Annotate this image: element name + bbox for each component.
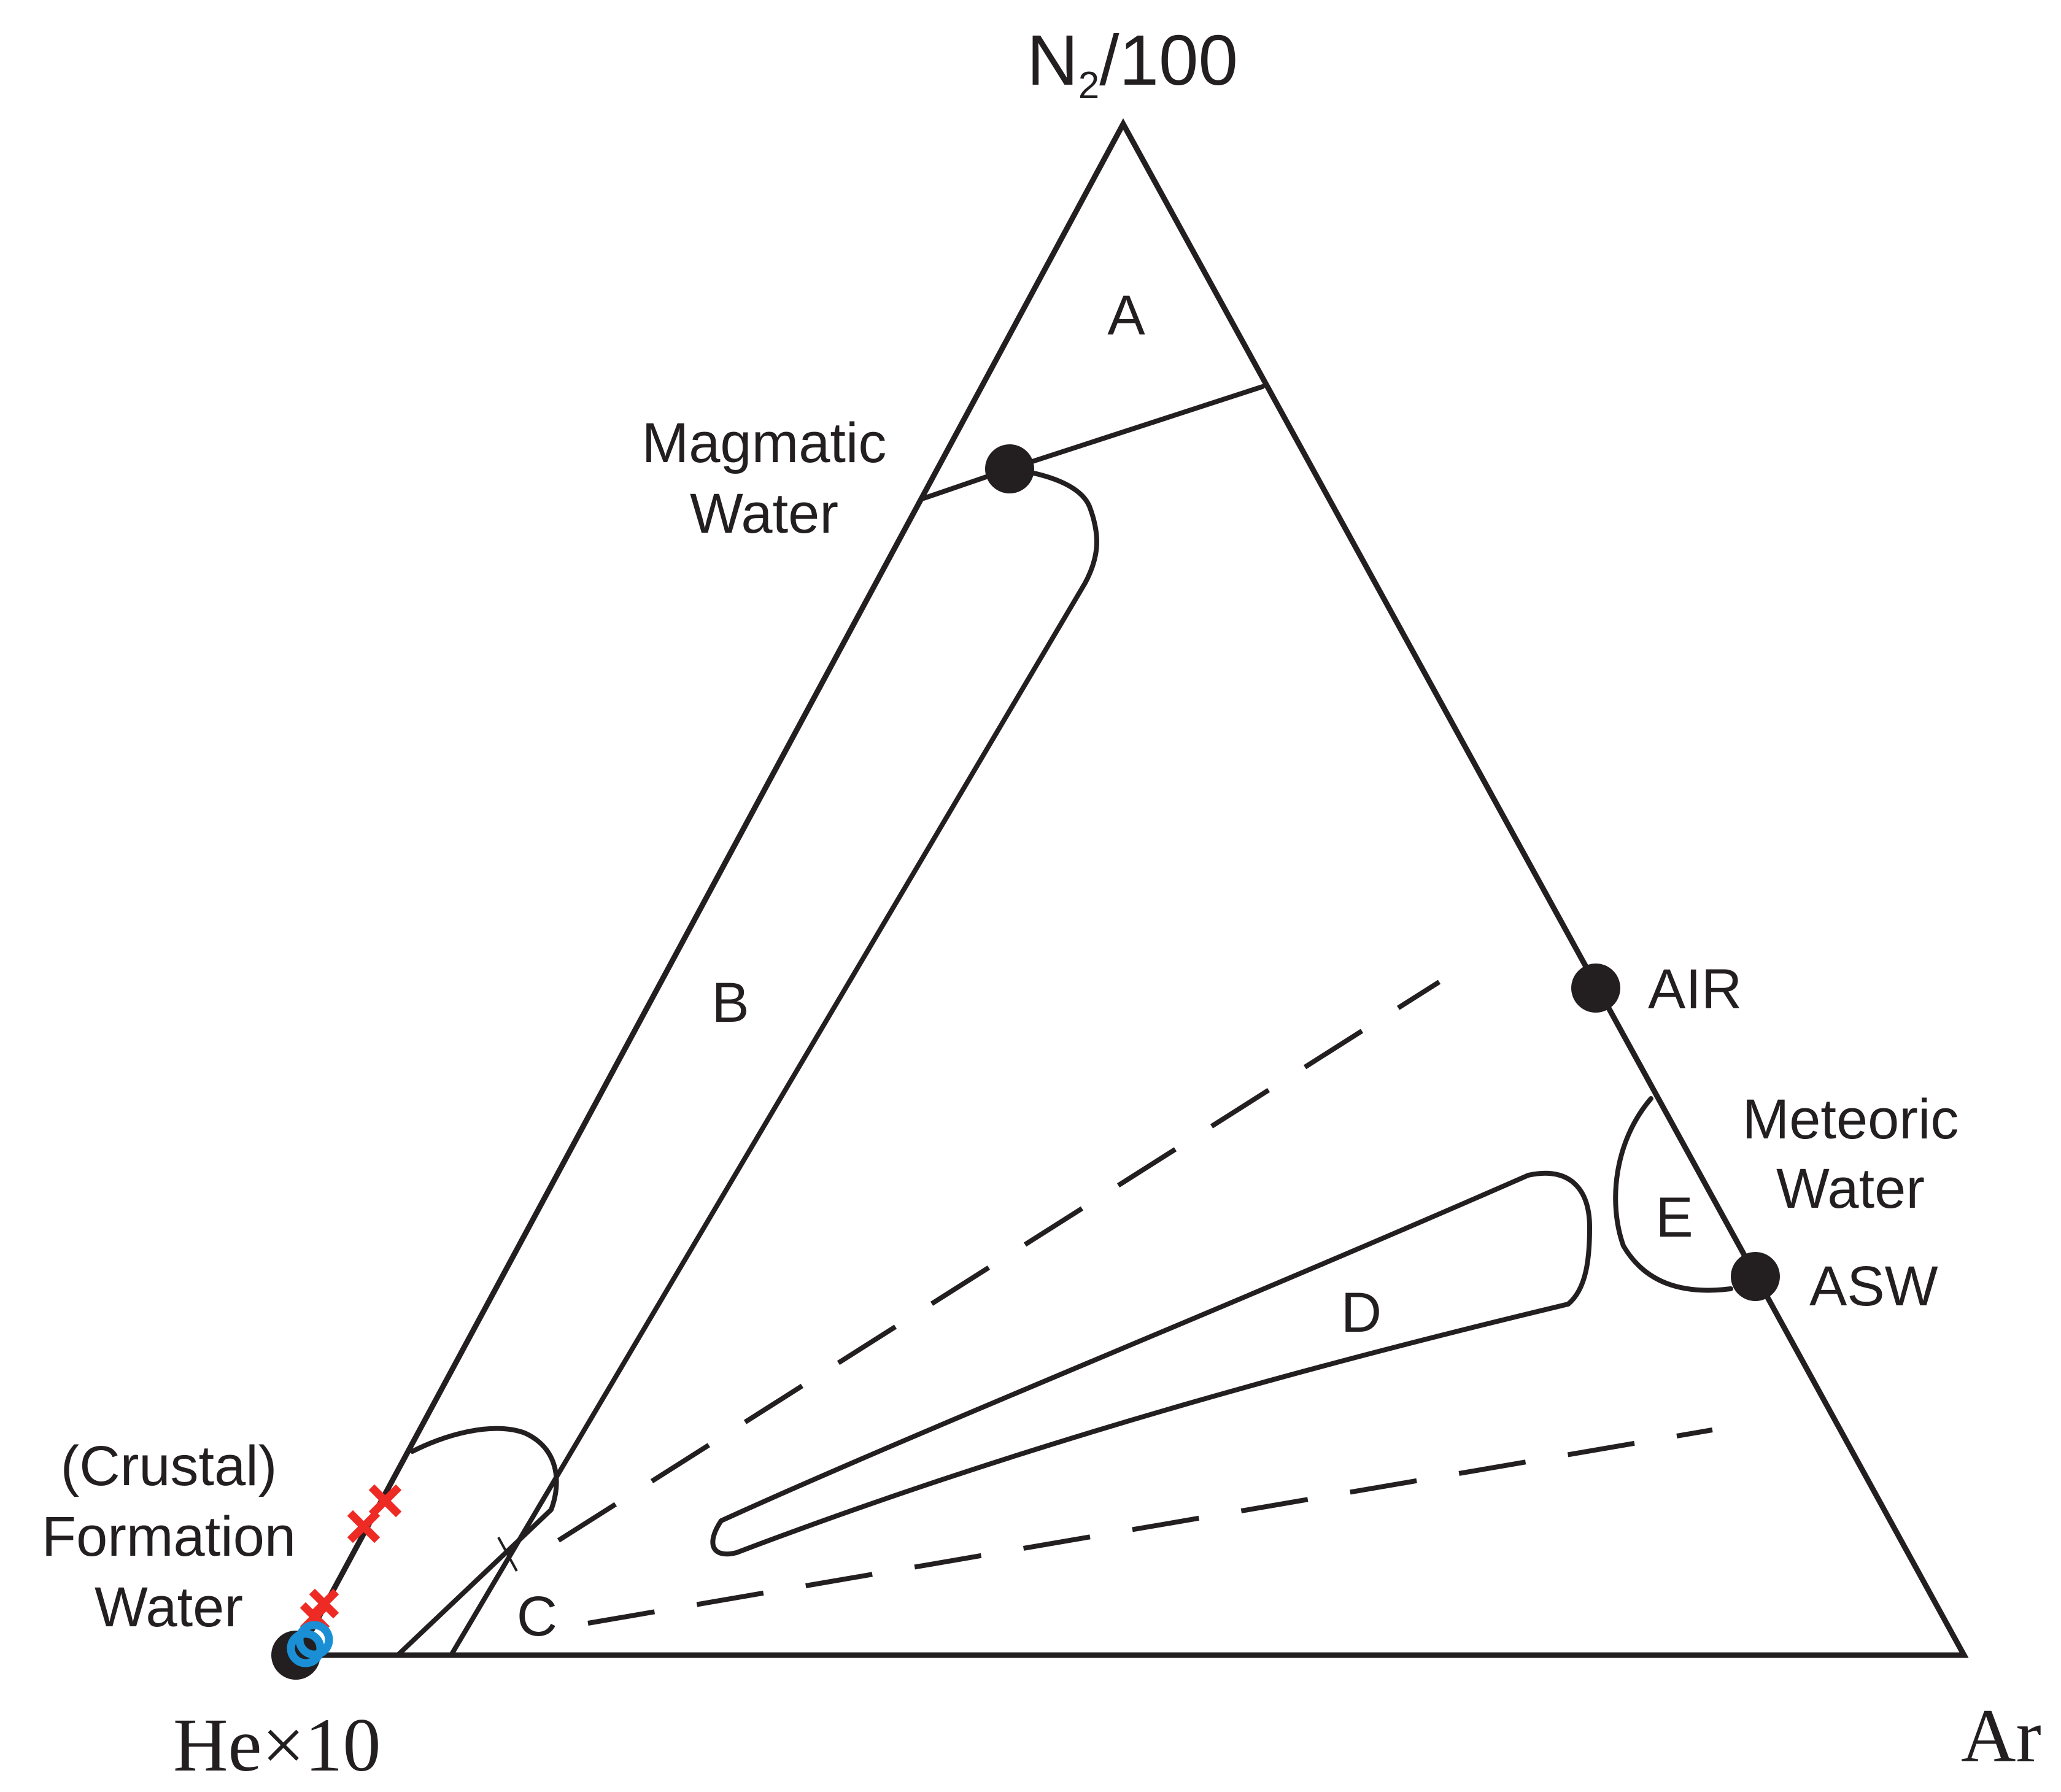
field-d-boundary xyxy=(710,1170,1592,1557)
air-point xyxy=(1571,964,1620,1013)
meteoric-water-label: Meteoric xyxy=(1742,1088,1959,1151)
circle-sample-marker xyxy=(295,1621,333,1659)
magmatic-water-point xyxy=(985,444,1034,493)
air-label: AIR xyxy=(1648,958,1742,1021)
ternary-frame xyxy=(293,118,1969,1658)
meteoric-water-label: Water xyxy=(1776,1157,1925,1220)
vertex-label-top: N2/100 xyxy=(1027,20,1238,107)
field-c-boundary xyxy=(395,1426,559,1658)
asw-label: ASW xyxy=(1809,1255,1938,1318)
cross-sample-marker xyxy=(368,1484,402,1518)
circle-sample-markers xyxy=(287,1621,333,1667)
vertex-label-left: He×10 xyxy=(173,1703,381,1787)
formation-water-label: Water xyxy=(95,1576,243,1639)
magmatic-water-label: Magmatic xyxy=(642,412,887,474)
dashed-boundary-lower xyxy=(587,1427,1713,1626)
region-label-a: A xyxy=(1107,284,1145,347)
field-c-pointer xyxy=(497,1537,518,1572)
circle-sample-marker xyxy=(287,1629,325,1667)
cross-sample-marker xyxy=(347,1510,381,1543)
region-label-d: D xyxy=(1341,1281,1382,1344)
vertex-label-right: Ar xyxy=(1961,1694,2041,1778)
dashed-boundary-upper xyxy=(557,979,1441,1543)
asw-point xyxy=(1731,1252,1780,1301)
formation-water-label: (Crustal) xyxy=(61,1435,277,1497)
magmatic-water-label: Water xyxy=(690,482,838,545)
field-b-boundary xyxy=(449,466,1099,1658)
region-label-e: E xyxy=(1655,1186,1693,1249)
formation-water-label: Formation xyxy=(42,1505,296,1568)
region-label-b: B xyxy=(711,971,749,1034)
region-label-c: C xyxy=(517,1585,557,1648)
field-e-boundary xyxy=(1613,1096,1733,1293)
